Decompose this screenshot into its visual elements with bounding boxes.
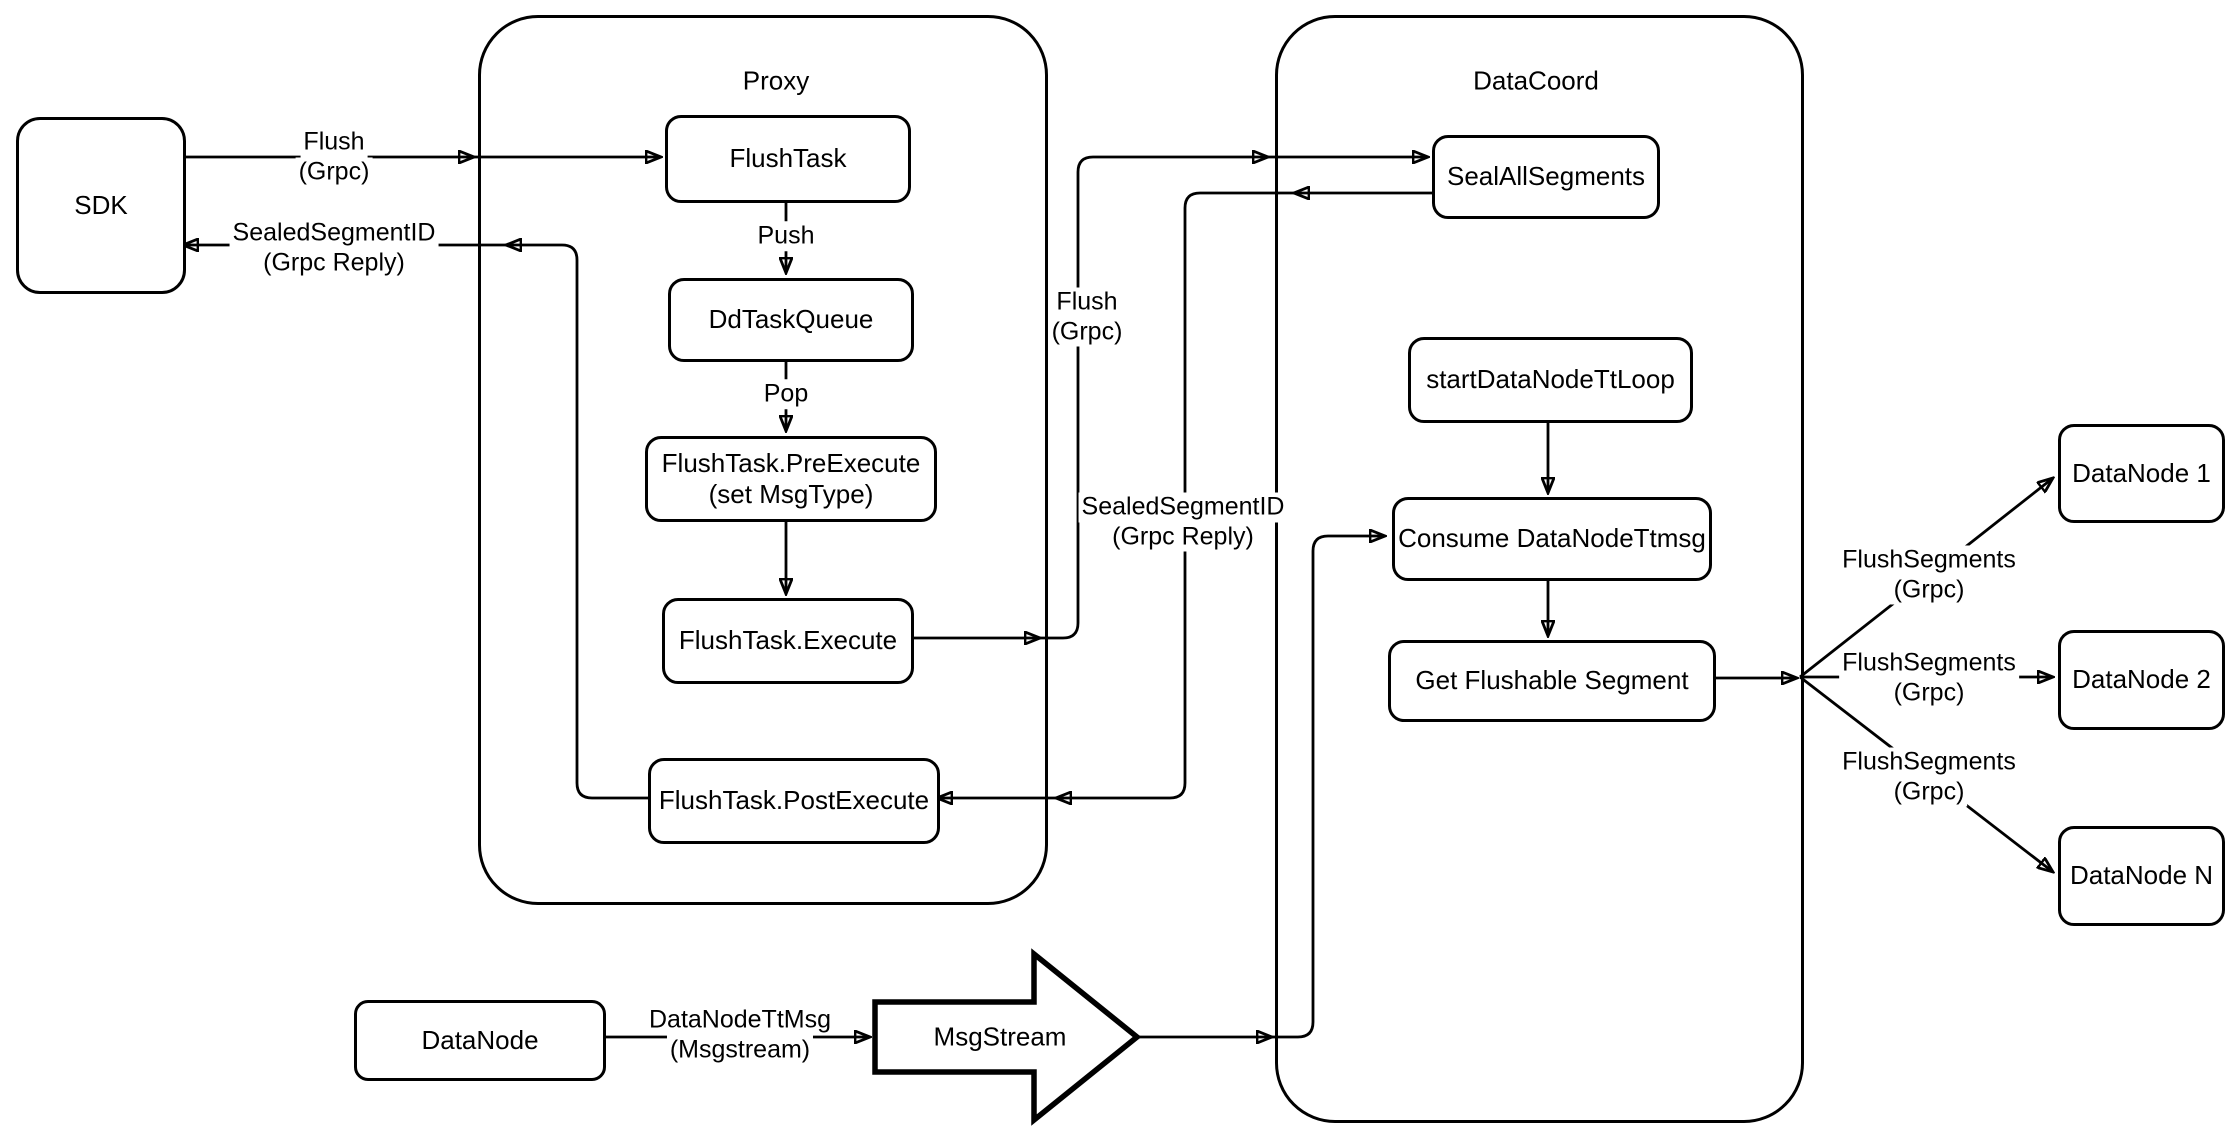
edge-label-datanodettmsg: DataNodeTtMsg (Msgstream) [645,1005,835,1065]
node-sealallsegments[interactable]: SealAllSegments [1432,135,1660,219]
node-datanode1-label: DataNode 1 [2072,457,2211,488]
node-datanoden[interactable]: DataNode N [2058,826,2225,926]
node-flushtask-label: FlushTask [729,143,847,174]
container-proxy[interactable] [478,15,1048,905]
node-sdk[interactable]: SDK [16,117,186,294]
node-datanode2[interactable]: DataNode 2 [2058,630,2225,730]
node-startdatanodettloop[interactable]: startDataNodeTtLoop [1408,337,1693,423]
edge-postexecute-to-proxy-wall [506,245,648,800]
node-datanoden-label: DataNode N [2069,860,2214,891]
node-consume-datanodettmsg-label: Consume DataNodeTtmsg [1398,523,1706,554]
node-datanode-source[interactable]: DataNode [354,1000,606,1081]
node-execute-label: FlushTask.Execute [678,625,898,656]
edge-flush-grpc-riser [1040,157,1268,640]
edge-label-push: Push [754,221,818,251]
edge-label-flushsegments-3: FlushSegments (Grpc) [1839,747,2019,807]
node-datanode2-label: DataNode 2 [2072,664,2211,695]
node-preexecute-label-line1: FlushTask.PreExecute [661,447,921,478]
edge-msgstream-to-consume [1272,536,1385,1039]
msgstream-label: MsgStream [933,1021,1067,1052]
node-ddtaskqueue-label: DdTaskQueue [708,304,874,335]
node-consume-datanodettmsg[interactable]: Consume DataNodeTtmsg [1392,497,1712,581]
edge-label-flushsegments-2: FlushSegments (Grpc) [1839,648,2019,708]
node-sealallsegments-label: SealAllSegments [1447,161,1645,192]
container-datacoord[interactable] [1275,15,1804,1123]
node-datanode-source-label: DataNode [421,1024,539,1055]
edge-label-flush-grpc-datacoord: Flush (Grpc) [1048,287,1126,347]
node-getflushablesegment[interactable]: Get Flushable Segment [1388,640,1716,722]
node-execute[interactable]: FlushTask.Execute [662,598,914,684]
edge-label-sealedsegmentid-sdk: SealedSegmentID (Grpc Reply) [229,218,439,278]
msgstream-arrow-shape[interactable] [872,948,1142,1126]
node-ddtaskqueue[interactable]: DdTaskQueue [668,278,914,362]
node-preexecute[interactable]: FlushTask.PreExecute (set MsgType) [645,436,937,522]
node-flushtask[interactable]: FlushTask [665,115,911,203]
node-datanode1[interactable]: DataNode 1 [2058,424,2225,523]
node-postexecute-label: FlushTask.PostExecute [658,785,930,816]
edge-label-flushsegments-1: FlushSegments (Grpc) [1839,545,2019,605]
node-preexecute-label-line2: (set MsgType) [708,479,874,509]
container-datacoord-title: DataCoord [1473,65,1599,96]
edge-label-flush-grpc-sdk: Flush (Grpc) [295,127,373,187]
node-getflushablesegment-label: Get Flushable Segment [1415,665,1689,696]
edge-label-sealedsegmentid-datacoord: SealedSegmentID (Grpc Reply) [1078,492,1288,552]
edge-label-pop: Pop [760,379,812,409]
node-postexecute[interactable]: FlushTask.PostExecute [648,758,940,844]
node-sdk-label: SDK [74,189,128,220]
node-startdatanodettloop-label: startDataNodeTtLoop [1426,364,1675,395]
container-proxy-title: Proxy [742,65,810,96]
